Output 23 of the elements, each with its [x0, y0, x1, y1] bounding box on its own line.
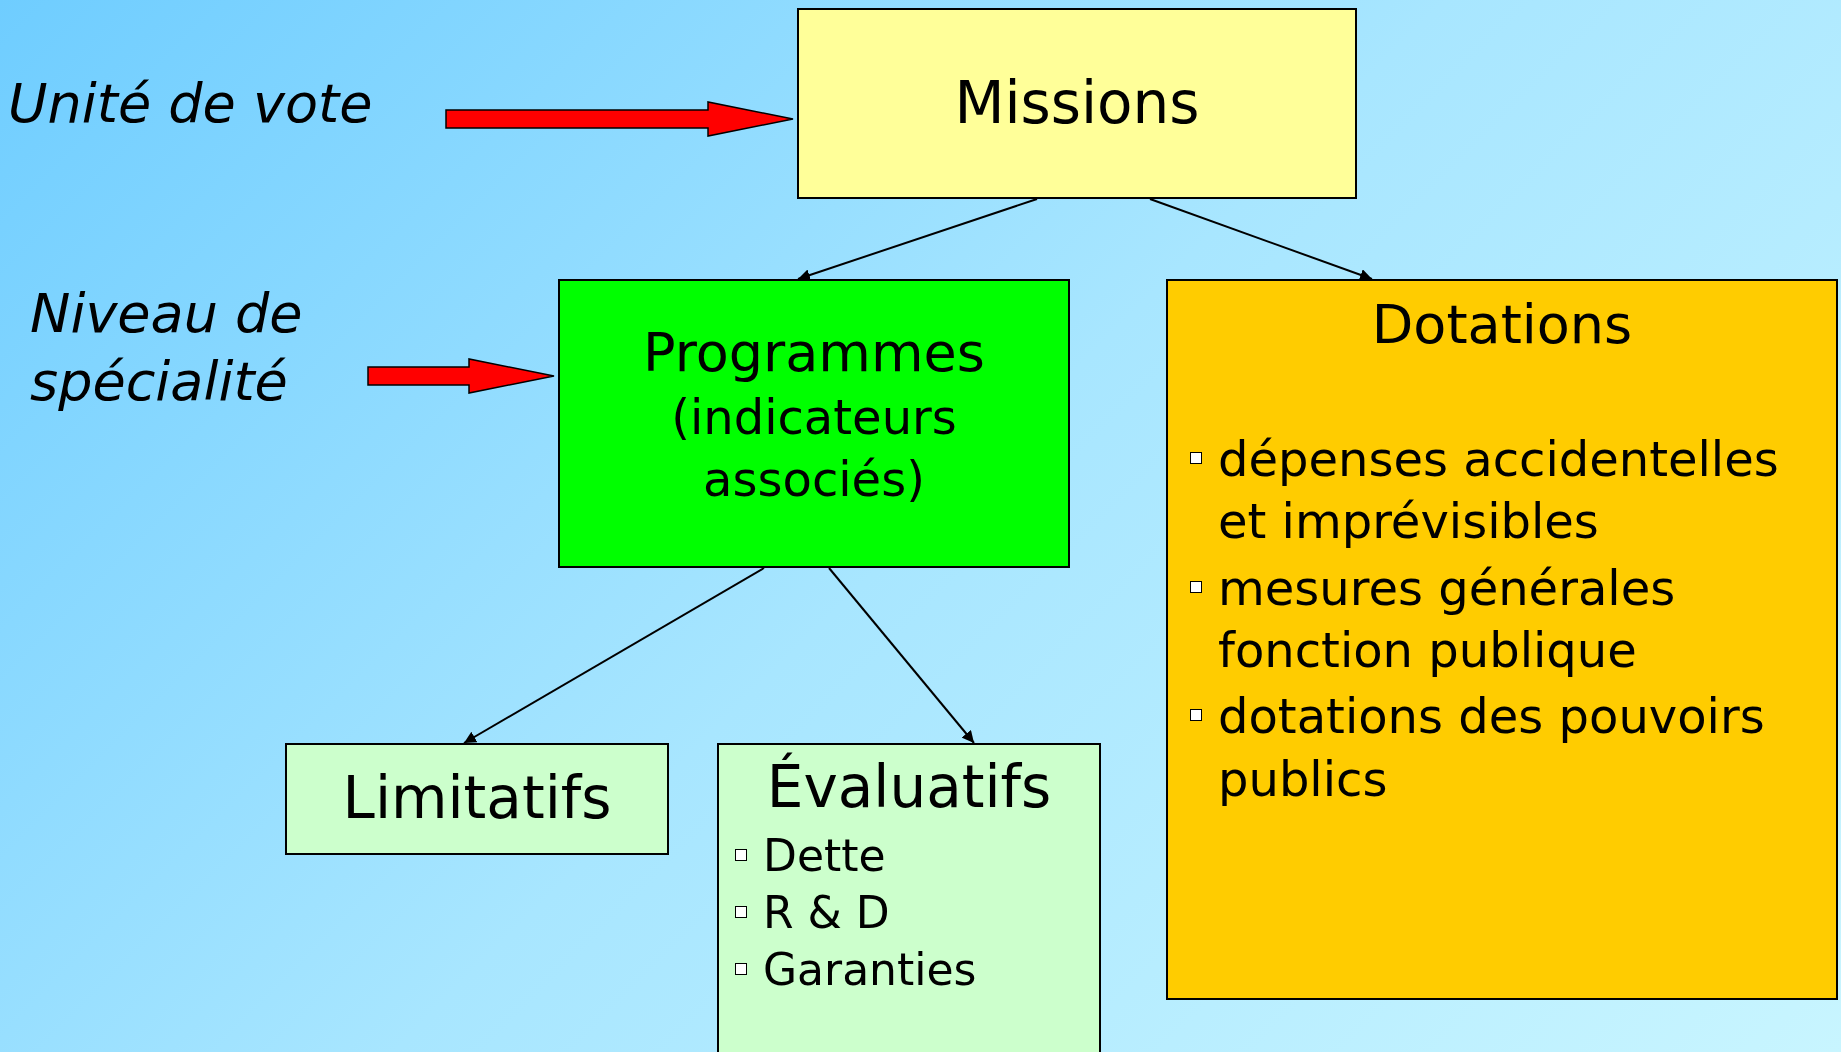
bullet-item: R & D: [729, 883, 1089, 941]
box-title: Programmes: [642, 321, 986, 386]
process-box: [1166, 279, 1838, 1000]
block-arrow: [445, 101, 794, 137]
side-label-text: Niveau de spécialité: [30, 281, 304, 415]
box-title: Dotations: [1370, 293, 1634, 358]
process-box: [717, 743, 1101, 1052]
block-arrow: [367, 358, 555, 394]
box-title: Missions: [954, 68, 1200, 139]
box-title: Limitatifs: [342, 764, 612, 834]
box-title: Évaluatifs: [765, 753, 1053, 823]
bullet-item: Garanties: [729, 940, 1089, 999]
arrow: [463, 567, 765, 744]
arrow: [797, 198, 1038, 281]
bullet-item: Dette: [729, 826, 1089, 884]
process-box: [285, 743, 669, 855]
side-label-text: Unité de vote: [8, 71, 374, 137]
process-box: [558, 279, 1070, 568]
bullet-item: dotations des pouvoirs publics: [1184, 685, 1820, 811]
arrow: [1149, 198, 1373, 281]
process-box: [797, 8, 1357, 199]
arrow: [828, 567, 975, 744]
box-subtitle: (indicateurs associés): [670, 387, 958, 510]
